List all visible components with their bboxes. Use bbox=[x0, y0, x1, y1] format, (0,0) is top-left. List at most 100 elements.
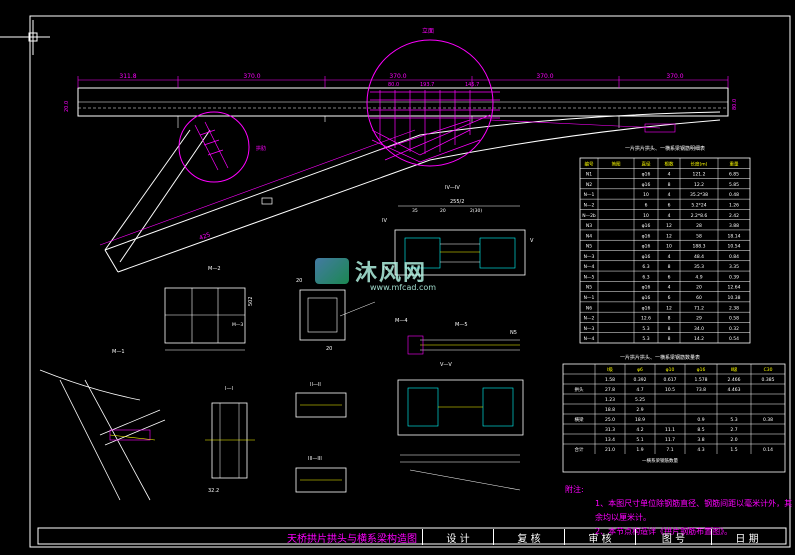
title-block-review: 复 核 bbox=[493, 529, 564, 545]
table-cell: 0.392 bbox=[634, 377, 647, 383]
table-header-cell: 简图 bbox=[612, 160, 621, 167]
table-cell: 3.88 bbox=[729, 223, 739, 229]
table-cell: N6 bbox=[586, 305, 592, 311]
section-ii: 20 20 bbox=[296, 278, 376, 352]
table-cell: 0.9 bbox=[697, 417, 704, 423]
table-cell: 14.2 bbox=[694, 336, 704, 342]
table-cell: 4 bbox=[668, 213, 671, 219]
table-cell: 1.26 bbox=[729, 203, 739, 209]
table-cell: φ16 bbox=[642, 223, 651, 229]
section-title: M—5 bbox=[455, 322, 468, 328]
table-cell: 2.7 bbox=[730, 427, 737, 433]
table-cell: φ16 bbox=[642, 244, 651, 250]
table-cell: 10.38 bbox=[728, 295, 741, 301]
section-v: V—V bbox=[397, 362, 524, 491]
section-title: V—V bbox=[440, 362, 452, 368]
table-cell: 18.9 bbox=[635, 417, 645, 423]
arch-rib-bottom bbox=[117, 119, 721, 273]
table-cell: 6.85 bbox=[729, 172, 739, 178]
table-cell: 0.84 bbox=[729, 254, 739, 260]
table-cell: 8 bbox=[668, 264, 671, 270]
table-cell: 35.3 bbox=[694, 264, 704, 270]
dim-label: 311.8 bbox=[119, 73, 136, 80]
table-cell: 4 bbox=[668, 254, 671, 260]
table-cell: 20 bbox=[696, 285, 702, 291]
table-cell: 0.39 bbox=[729, 274, 739, 280]
table-cell: 10.5 bbox=[665, 387, 675, 393]
table-cell: φ16 bbox=[642, 172, 651, 178]
drawing-title: 天桥拱片拱头与横系梁构造图 bbox=[287, 533, 417, 545]
section-m2: M—2 M—3 502 bbox=[164, 266, 254, 351]
title-block: 天桥拱片拱头与横系梁构造图 设 计 复 核 审 核 图 号 日 期 bbox=[282, 529, 782, 545]
table-cell: 5.25 bbox=[635, 397, 645, 403]
dim-label: 370.0 bbox=[666, 73, 683, 80]
table-cell: 12 bbox=[666, 305, 672, 311]
table-cell: 71.2 bbox=[694, 305, 704, 311]
table-cell: N2 bbox=[586, 182, 592, 188]
table-cell: N—3 bbox=[584, 326, 595, 332]
dim-label: 80.0 bbox=[388, 82, 399, 88]
table-cell: 21.0 bbox=[605, 447, 615, 453]
dim-label: 370.0 bbox=[536, 73, 553, 80]
table-cell: 4 bbox=[668, 172, 671, 178]
table-cell: 18.14 bbox=[728, 233, 741, 239]
table-cell: φ16 bbox=[642, 285, 651, 291]
table-cell: φ16 bbox=[642, 182, 651, 188]
table-header-cell: C30 bbox=[764, 367, 773, 373]
table-cell: 6 bbox=[668, 295, 671, 301]
table-header-cell: Ⅱ级 bbox=[731, 366, 738, 373]
table-cell: 31.3 bbox=[605, 427, 615, 433]
table-cell: 8 bbox=[668, 182, 671, 188]
table-header-cell: φ6 bbox=[637, 367, 643, 373]
svg-text:IV: IV bbox=[383, 266, 388, 272]
title-block-audit: 审 核 bbox=[564, 529, 635, 545]
dim-label: 20 bbox=[440, 208, 446, 214]
table-cell: 5.3 bbox=[642, 336, 649, 342]
title-block-drawing-no: 图 号 bbox=[635, 529, 711, 545]
table-cell: 5.3 bbox=[642, 326, 649, 332]
table-cell: 12 bbox=[666, 223, 672, 229]
table-cell: 2.42 bbox=[729, 213, 739, 219]
title-block-date: 日 期 bbox=[711, 529, 782, 545]
note-line: 1、本图尺寸单位除钢筋直径、钢筋间距以毫米计外，其余均以厘米计。 bbox=[595, 499, 793, 522]
table-cell: 10.54 bbox=[728, 244, 741, 250]
dim-label: 145.7 bbox=[465, 82, 479, 88]
detail-circle-left bbox=[178, 111, 250, 183]
watermark: 沐风网 bbox=[315, 255, 427, 287]
table-cell: 60 bbox=[696, 295, 702, 301]
svg-text:502: 502 bbox=[248, 296, 254, 306]
table-cell: 27.8 bbox=[605, 387, 615, 393]
table-cell: N—2 bbox=[584, 316, 595, 322]
table-cell: 0.617 bbox=[664, 377, 677, 383]
detail-circle-right bbox=[366, 39, 494, 167]
notes-heading: 附注: bbox=[565, 485, 584, 494]
table-cell: 2.466 bbox=[728, 377, 741, 383]
table-cell: 35.2*38 bbox=[690, 192, 708, 198]
title-block-design: 设 计 bbox=[422, 529, 493, 545]
table-cell: 5.1 bbox=[636, 437, 643, 443]
table-cell: 0.32 bbox=[729, 326, 739, 332]
table-cell: 1.9 bbox=[636, 447, 643, 453]
section-ii-ii: II—II III—III bbox=[295, 382, 347, 493]
section-title: I—I bbox=[225, 386, 233, 392]
table-cell: 6.3 bbox=[642, 264, 649, 270]
table-cell: 5.2*24 bbox=[691, 203, 706, 209]
table-cell: 4.3 bbox=[697, 447, 704, 453]
dim-label: 20.0 bbox=[64, 101, 70, 112]
table-cell: 2.9 bbox=[636, 407, 643, 413]
table-cell: N4 bbox=[586, 233, 592, 239]
table-cell: φ16 bbox=[642, 254, 651, 260]
section-m1: M—1 bbox=[39, 349, 166, 501]
svg-text:20: 20 bbox=[326, 346, 332, 352]
dim-label: 35 bbox=[412, 208, 418, 214]
table-cell: 34.0 bbox=[694, 326, 704, 332]
table-cell: N5 bbox=[586, 285, 592, 291]
table-cell: 0.38 bbox=[763, 417, 773, 423]
table-cell: φ16 bbox=[642, 305, 651, 311]
table-cell: 4.463 bbox=[728, 387, 741, 393]
section-m4: M—4 M—5 N5 bbox=[395, 318, 520, 355]
dim-label: 2(30) bbox=[470, 208, 482, 214]
table-cell: 5.85 bbox=[729, 182, 739, 188]
crosshair-cursor-icon bbox=[0, 20, 50, 55]
